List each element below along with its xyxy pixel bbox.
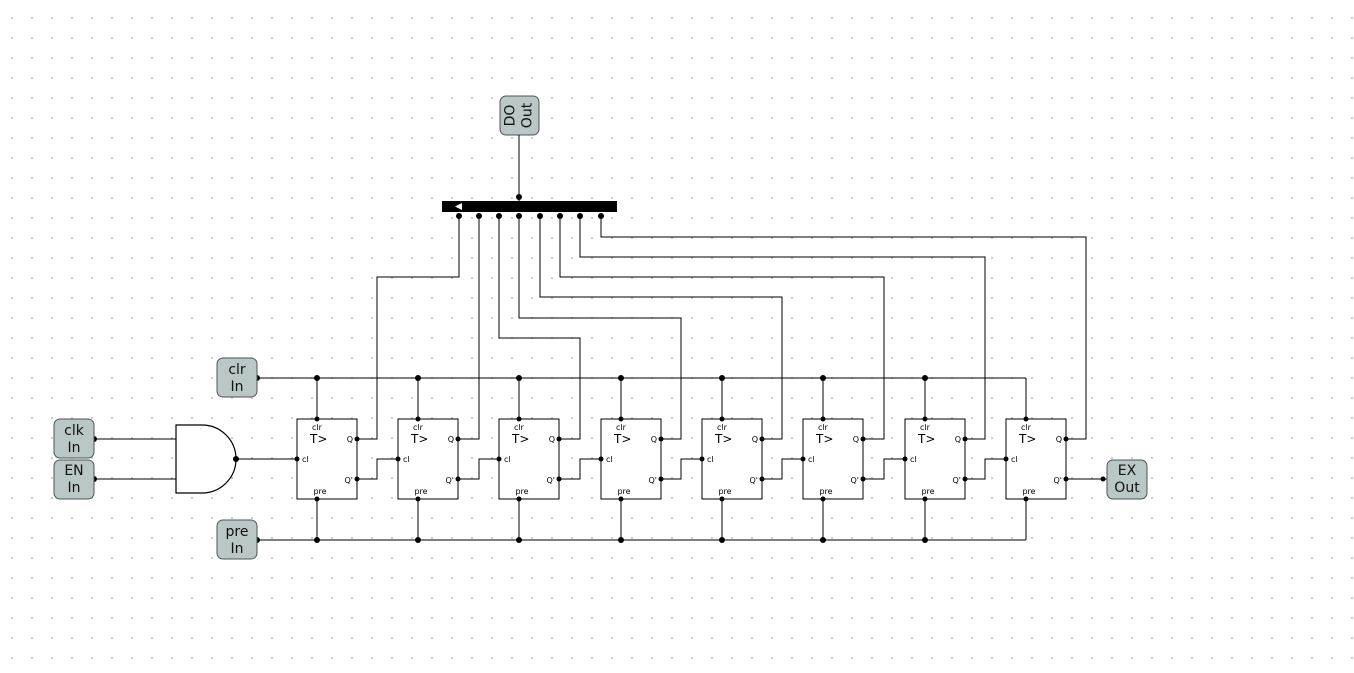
pre-bus xyxy=(254,499,1027,543)
ff-pre-label: pre xyxy=(617,487,630,496)
input-clk-kind: In xyxy=(67,440,80,456)
flipflop-5[interactable]: clr T> cl Q Q' pre xyxy=(699,416,765,502)
and-gate[interactable] xyxy=(175,424,237,494)
ff-clr-label: clr xyxy=(818,423,829,432)
ff-clr-label: clr xyxy=(514,423,525,432)
ff-type-label: T> xyxy=(613,432,631,446)
ff-pre-label: pre xyxy=(515,487,528,496)
ff-type-label: T> xyxy=(511,432,529,446)
ff-q-label: Q xyxy=(1056,435,1062,444)
ff-type-label: T> xyxy=(1018,432,1036,446)
pin-do xyxy=(516,194,522,200)
ff-pre-label: pre xyxy=(718,487,731,496)
input-en-name: EN xyxy=(64,463,83,479)
output-do[interactable]: DO Out xyxy=(499,95,540,136)
ff-clock-label: cl xyxy=(1011,455,1018,464)
ff-type-label: T> xyxy=(815,432,833,446)
output-ex-name: EX xyxy=(1118,463,1137,479)
ff-clr-label: clr xyxy=(920,423,931,432)
ff-clock-label: cl xyxy=(707,455,714,464)
flipflop-1[interactable]: clr T> cl Q Q' pre xyxy=(294,416,360,502)
ff-q-label: Q xyxy=(347,435,353,444)
ff-clock-label: cl xyxy=(403,455,410,464)
ff-qbar-label: Q' xyxy=(750,476,759,485)
flipflop-6[interactable]: clr T> cl Q Q' pre xyxy=(800,416,866,502)
input-pre-name: pre xyxy=(226,524,249,540)
ff-clr-label: clr xyxy=(717,423,728,432)
ff-clr-label: clr xyxy=(616,423,627,432)
flipflop-8[interactable]: clr T> cl Q Q' pre xyxy=(1003,416,1069,502)
splitter-pins xyxy=(456,213,604,219)
ff-qbar-label: Q' xyxy=(851,476,860,485)
flipflop-2[interactable]: clr T> cl Q Q' pre xyxy=(395,416,461,502)
ff-q-label: Q xyxy=(955,435,961,444)
ff-q-label: Q xyxy=(853,435,859,444)
ff-pre-label: pre xyxy=(921,487,934,496)
ff-pre-label: pre xyxy=(313,487,326,496)
ff-pre-label: pre xyxy=(819,487,832,496)
input-pre-kind: In xyxy=(230,541,243,557)
input-en[interactable]: EN In xyxy=(53,459,95,500)
ff-q-label: Q xyxy=(549,435,555,444)
ff-pre-label: pre xyxy=(414,487,427,496)
input-pre[interactable]: pre In xyxy=(216,519,258,560)
bus-splitter[interactable] xyxy=(442,201,617,212)
input-clk-name: clk xyxy=(64,423,85,439)
ff-q-label: Q xyxy=(651,435,657,444)
flipflop-3[interactable]: clr T> cl Q Q' pre xyxy=(496,416,562,502)
ff-type-label: T> xyxy=(309,432,327,446)
ff-clock-label: cl xyxy=(302,455,309,464)
ff-clr-label: clr xyxy=(413,423,424,432)
ff-clr-label: clr xyxy=(312,423,323,432)
ff-clock-label: cl xyxy=(910,455,917,464)
input-clr[interactable]: clr In xyxy=(216,357,258,398)
input-clk[interactable]: clk In xyxy=(53,418,95,459)
ff-qbar-label: Q' xyxy=(547,476,556,485)
clr-bus xyxy=(254,375,1027,419)
output-do-name: DO xyxy=(503,105,519,127)
ff-qbar-label: Q' xyxy=(953,476,962,485)
ff-type-label: T> xyxy=(917,432,935,446)
ff-clock-label: cl xyxy=(808,455,815,464)
input-clr-kind: In xyxy=(230,379,243,395)
output-do-kind: Out xyxy=(520,102,536,128)
splitter-arrow-icon xyxy=(455,203,462,210)
ff-type-label: T> xyxy=(714,432,732,446)
ff-clr-label: clr xyxy=(1021,423,1032,432)
output-ex-kind: Out xyxy=(1114,480,1140,496)
ff-qbar-label: Q' xyxy=(446,476,455,485)
input-clr-name: clr xyxy=(228,362,246,378)
ff-qbar-label: Q' xyxy=(1054,476,1063,485)
ff-clock-label: cl xyxy=(606,455,613,464)
output-ex[interactable]: EX Out xyxy=(1106,459,1148,500)
ff-pre-label: pre xyxy=(1022,487,1035,496)
q-bus-wires xyxy=(357,216,1087,440)
input-en-kind: In xyxy=(67,480,80,496)
ff-q-label: Q xyxy=(752,435,758,444)
ff-type-label: T> xyxy=(410,432,428,446)
ff-clock-label: cl xyxy=(504,455,511,464)
flipflop-4[interactable]: clr T> cl Q Q' pre xyxy=(598,416,664,502)
flipflop-7[interactable]: clr T> cl Q Q' pre xyxy=(902,416,968,502)
ff-qbar-label: Q' xyxy=(345,476,354,485)
clock-chain-wires xyxy=(357,458,1107,480)
ff-qbar-label: Q' xyxy=(649,476,658,485)
ff-q-label: Q xyxy=(448,435,454,444)
